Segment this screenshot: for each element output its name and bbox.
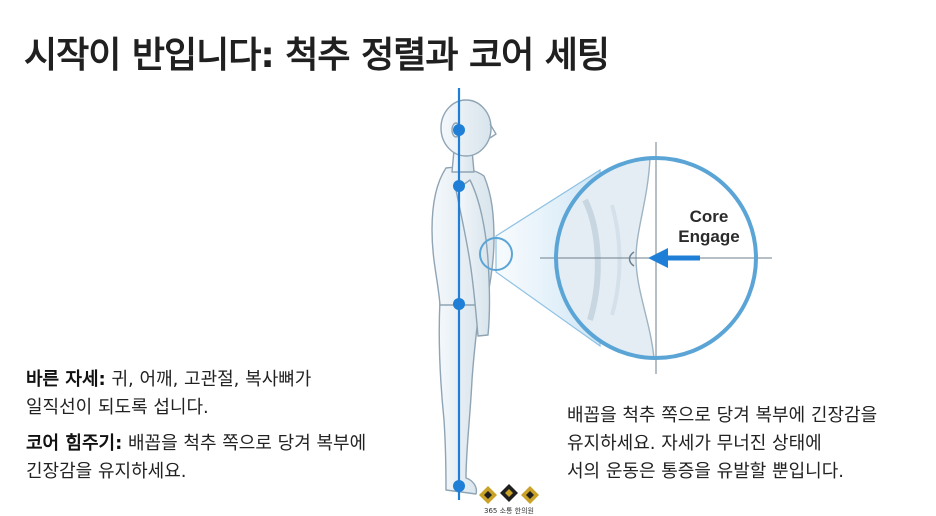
instructions-right: 배꼽을 척추 쪽으로 당겨 복부에 긴장감을 유지하세요. 자세가 무너진 상태… [567,402,927,486]
head [440,99,492,157]
abdomen-focus-circle [479,237,513,271]
zoom-ring [554,156,758,360]
core-engage-line2: Engage [678,227,740,246]
core-engage-label: Core Engage [654,207,764,247]
engage-arrow-head [648,248,668,268]
core-engage-line1: Core [689,207,729,226]
hip-marker [453,298,465,310]
human-figure [431,99,497,495]
right-note-line1: 배꼽을 척추 쪽으로 당겨 복부에 긴장감을 [567,405,878,426]
shoulder-marker [453,180,465,192]
posture-text-2: 일직선이 되도록 섭니다. [26,397,209,418]
ear-marker [453,124,465,136]
posture-text-1: 귀, 어깨, 고관절, 복사뼈가 [105,369,312,390]
instructions-left: 바른 자세: 귀, 어깨, 고관절, 복사뼈가 일직선이 되도록 섭니다. 코어… [26,366,426,494]
core-text-2: 긴장감을 유지하세요. [26,461,187,482]
navel-mark [628,251,635,267]
logo-text: 365 소통 한의원 [483,507,534,515]
core-instruction: 코어 힘주기: 배꼽을 척추 쪽으로 당겨 복부에 긴장감을 유지하세요. [26,430,426,486]
right-note-line2: 유지하세요. 자세가 무너진 상태에 [567,433,822,454]
page-title: 시작이 반입니다: 척추 정렬과 코어 세팅 [24,35,610,76]
nose [489,123,497,139]
logo-icon [479,484,539,504]
core-label: 코어 힘주기: [26,433,123,454]
core-text-1: 배꼽을 척추 쪽으로 당겨 복부에 [122,433,367,454]
right-note-line3: 서의 운동은 통증을 유발할 뿐입니다. [567,461,845,482]
ankle-marker [453,480,465,492]
clinic-logo: 365 소통 한의원 [478,482,540,516]
arm [455,179,491,337]
posture-label: 바른 자세: [26,369,106,390]
posture-instruction: 바른 자세: 귀, 어깨, 고관절, 복사뼈가 일직선이 되도록 섭니다. [26,366,426,422]
